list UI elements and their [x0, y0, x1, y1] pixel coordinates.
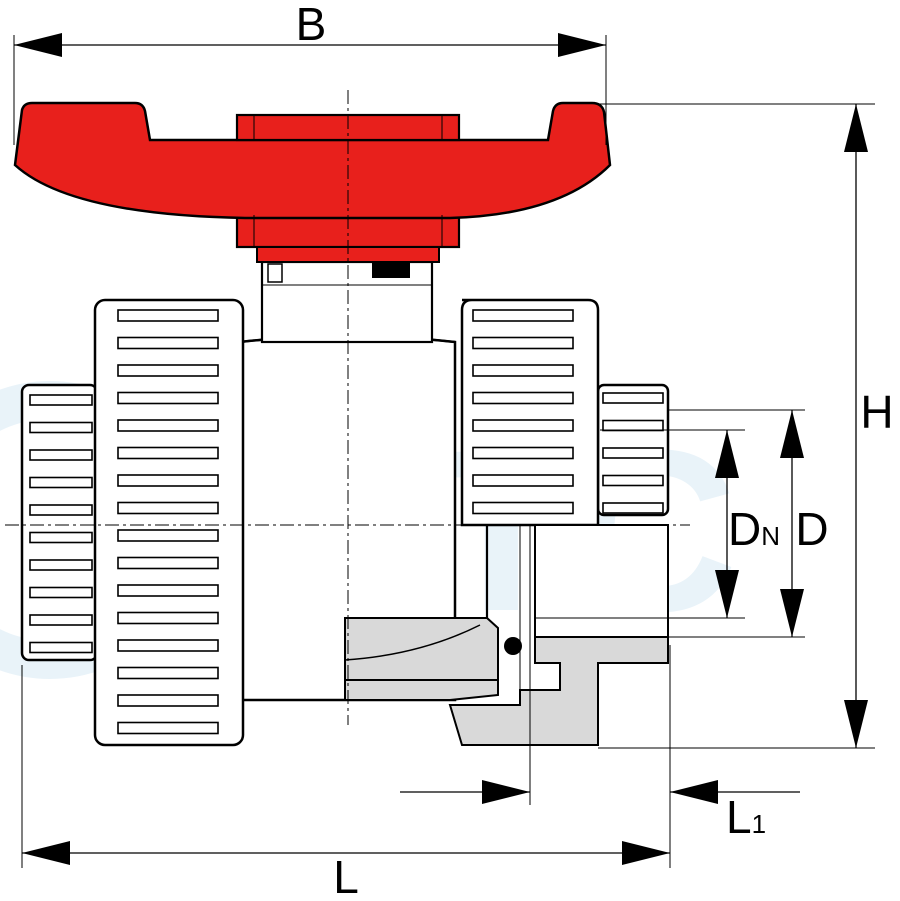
left-union-nut	[93, 298, 245, 747]
valve-stem	[260, 260, 434, 344]
grip-ridge	[117, 721, 219, 735]
grip-ridge	[117, 556, 219, 570]
dimension-dn-label: DN	[728, 503, 780, 555]
dimension-l1-label: L1	[726, 791, 766, 843]
grip-ridge	[602, 419, 664, 432]
grip-ridge	[602, 447, 664, 459]
grip-ridge	[472, 364, 574, 377]
dimension-l: L	[21, 645, 671, 901]
grip-ridge	[29, 586, 93, 599]
grip-ridge	[29, 394, 93, 406]
grip-ridge	[117, 391, 219, 405]
dimension-l1: L1	[400, 780, 800, 843]
dimension-d-label: D	[795, 503, 828, 555]
grip-ridge	[29, 559, 93, 571]
grip-ridge	[117, 694, 219, 707]
dimension-d: D	[668, 409, 829, 638]
grip-ridge	[602, 474, 664, 487]
grip-ridge	[602, 392, 664, 404]
grip-ridge	[472, 336, 574, 350]
dimension-h: H	[598, 103, 894, 749]
grip-ridge	[117, 364, 219, 377]
grip-ridge	[472, 501, 574, 515]
o-ring	[504, 637, 522, 655]
grip-ridge	[117, 639, 219, 652]
grip-ridge	[472, 446, 574, 460]
section-view	[344, 524, 669, 805]
grip-ridge	[472, 474, 574, 487]
grip-ridge	[117, 336, 219, 350]
left-end-connector	[20, 383, 99, 662]
grip-ridge	[29, 449, 93, 461]
grip-ridge	[117, 611, 219, 625]
dimension-l-label: L	[333, 851, 359, 901]
grip-ridge	[29, 421, 93, 434]
grip-ridge	[117, 666, 219, 680]
dimension-b: B	[13, 0, 607, 145]
grip-ridge	[117, 419, 219, 432]
grip-ridge	[472, 391, 574, 405]
dimension-dn: DN	[535, 429, 780, 619]
grip-ridge	[602, 502, 664, 514]
grip-ridge	[472, 419, 574, 432]
grip-ridge	[117, 529, 219, 542]
grip-ridge	[117, 501, 219, 515]
grip-ridge	[472, 309, 574, 322]
right-union-nut	[460, 298, 600, 527]
dimension-b-label: B	[296, 0, 327, 50]
grip-ridge	[29, 614, 93, 626]
grip-ridge	[117, 309, 219, 322]
dimension-h-label: H	[860, 386, 893, 438]
handle-lever	[13, 101, 612, 263]
grip-ridge	[117, 474, 219, 487]
grip-ridge	[29, 641, 93, 654]
right-end-connector	[596, 383, 670, 517]
grip-ridge	[29, 476, 93, 489]
grip-ridge	[29, 531, 93, 544]
grip-ridge	[117, 446, 219, 460]
grip-ridge	[117, 584, 219, 597]
grip-ridge	[29, 504, 93, 516]
